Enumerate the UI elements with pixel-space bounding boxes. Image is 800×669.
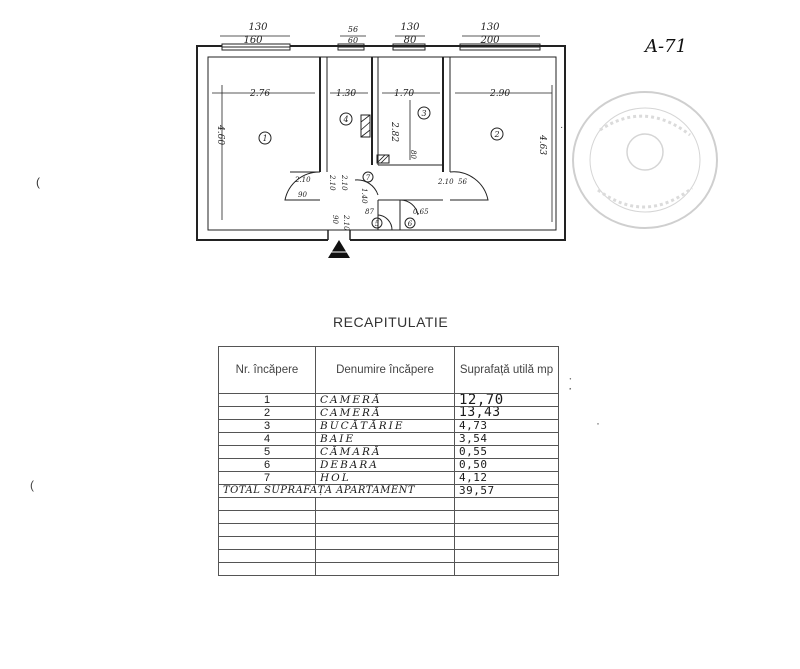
- dim-label: 80: [404, 35, 417, 46]
- room-number-circle: [371, 217, 383, 229]
- row-area: 4,12: [454, 471, 559, 485]
- room-number-circle: [339, 112, 353, 126]
- dim-label: 1.40: [360, 188, 368, 204]
- dim-label: 56: [348, 25, 358, 34]
- dim-label: 130: [480, 22, 500, 33]
- dim-label: 0.65: [413, 208, 429, 216]
- row-name: BAIE: [315, 432, 455, 446]
- stamp-seal: [572, 91, 718, 229]
- dim-label: 200: [479, 35, 500, 46]
- row-nr: 5: [218, 445, 316, 459]
- room-number: 3: [421, 109, 426, 118]
- dim-label: 130: [248, 22, 268, 33]
- dim-label: 4.63: [537, 134, 547, 155]
- dim-label: 130: [400, 22, 420, 33]
- row-name: CAMERĂ: [315, 406, 455, 420]
- row-name: BUCĂTĂRIE: [315, 419, 455, 433]
- row-nr: 7: [218, 471, 316, 485]
- door-swing: [354, 179, 379, 196]
- dim-label: 2.90: [489, 89, 510, 99]
- stray-mark: (: [36, 175, 40, 189]
- row-nr: 3: [218, 419, 316, 433]
- total-area: 39,57: [454, 484, 559, 498]
- stray-mark: (: [30, 478, 34, 492]
- row-nr: 4: [218, 432, 316, 446]
- dim-label: 1.70: [394, 89, 414, 99]
- row-nr: 6: [218, 458, 316, 472]
- row-area: 0,50: [454, 458, 559, 472]
- table-row-empty: [218, 536, 559, 550]
- room-number: 1: [262, 134, 267, 143]
- table-row: 5 CĂMARĂ 0,55: [218, 445, 559, 459]
- dim-label: 2.10: [328, 174, 336, 191]
- entrance-arrow: [328, 240, 350, 258]
- dim-label: 90: [298, 191, 307, 199]
- corner-mark: A-71: [643, 36, 687, 57]
- room-number-circle: [490, 127, 504, 141]
- dim-label: 80: [409, 150, 417, 159]
- table-row: 1 CAMERĂ 12,70: [218, 393, 559, 407]
- table-row-empty: [218, 510, 559, 524]
- ventilation-shaft: [360, 114, 371, 138]
- dim-label: 56: [458, 178, 467, 186]
- header-area: Suprafață utilă mp: [454, 346, 559, 394]
- door-swing: [284, 171, 321, 201]
- dim-label: 2.10: [340, 174, 348, 191]
- table-header-row: Nr. încăpere Denumire încăpere Suprafață…: [218, 346, 559, 394]
- table-row: 6 DEBARA 0,50: [218, 458, 559, 472]
- recap-title: RECAPITULATIE: [333, 314, 449, 330]
- table-row: 4 BAIE 3,54: [218, 432, 559, 446]
- table-row-empty: [218, 562, 559, 576]
- dim-label: 4.60: [215, 124, 225, 145]
- row-name: DEBARA: [315, 458, 455, 472]
- stray-mark: ˙.: [562, 374, 578, 394]
- room-number-circle: [258, 131, 272, 145]
- room-number-circle: [362, 171, 374, 183]
- row-area: 13,43: [454, 406, 559, 420]
- door-swing: [449, 171, 489, 201]
- room-number-circle: [404, 217, 416, 229]
- room-number: 5: [375, 220, 380, 228]
- header-name: Denumire încăpere: [315, 346, 455, 394]
- total-label: TOTAL SUPRAFAȚĂ APARTAMENT: [218, 484, 455, 498]
- outer-wall: [196, 45, 566, 241]
- row-nr: 1: [218, 393, 316, 407]
- room-number: 4: [342, 115, 348, 124]
- dim-label: 160: [243, 35, 263, 46]
- row-area: 4,73: [454, 419, 559, 433]
- recap-table: Nr. încăpere Denumire încăpere Suprafață…: [218, 346, 559, 576]
- row-name: CĂMARĂ: [315, 445, 455, 459]
- stray-mark: ·: [596, 416, 600, 430]
- table-total-row: TOTAL SUPRAFAȚĂ APARTAMENT 39,57: [218, 484, 559, 498]
- row-name: CAMERĂ: [315, 393, 455, 407]
- row-nr: 2: [218, 406, 316, 420]
- table-row-empty: [218, 523, 559, 537]
- row-area: 3,54: [454, 432, 559, 446]
- room-number: 7: [366, 174, 371, 182]
- row-name: HOL: [315, 471, 455, 485]
- table-row: 7 HOL 4,12: [218, 471, 559, 485]
- table-row: 2 CAMERĂ 13,43: [218, 406, 559, 420]
- header-nr: Nr. încăpere: [218, 346, 316, 394]
- dim-label: 2.82: [389, 121, 399, 142]
- dim-label: 2.10: [437, 178, 454, 186]
- dim-label: 1.30: [336, 89, 356, 99]
- table-row-empty: [218, 497, 559, 511]
- dim-label: 90: [331, 215, 339, 224]
- stray-mark: ·: [560, 122, 563, 133]
- table-row: 3 BUCĂTĂRIE 4,73: [218, 419, 559, 433]
- dim-label: 2.10: [342, 214, 350, 231]
- room-number-circle: [417, 106, 431, 120]
- table-row-empty: [218, 549, 559, 563]
- dim-label: 87: [365, 208, 374, 216]
- inner-wall-line: [207, 56, 557, 231]
- dim-label: 60: [348, 36, 358, 45]
- floor-plan: 1 2 3 4 5 6 7 130 160 56 60 130 80 130 2…: [36, 22, 718, 258]
- row-area: 0,55: [454, 445, 559, 459]
- dim-label: 2.10: [294, 176, 311, 184]
- dim-label: 2.76: [249, 89, 270, 99]
- row-area: 12,70: [454, 393, 559, 407]
- room-number: 2: [493, 130, 499, 139]
- room-number: 6: [408, 220, 413, 228]
